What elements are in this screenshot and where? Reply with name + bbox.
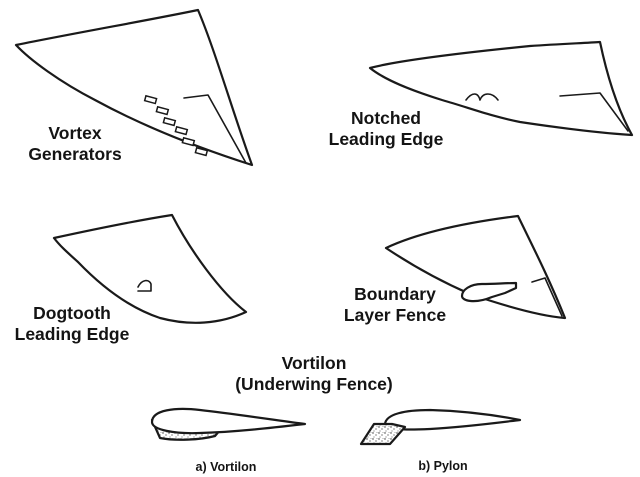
label-notched-leading-edge-line1: Notched xyxy=(351,108,421,128)
label-notched-leading-edge-line2: Leading Edge xyxy=(328,129,444,149)
label-dogtooth-leading-edge: Dogtooth Leading Edge xyxy=(4,303,140,345)
label-dogtooth-leading-edge-line2: Leading Edge xyxy=(14,324,130,344)
label-boundary-layer-fence-line1: Boundary xyxy=(354,284,436,304)
wing-dogtooth-leading-edge xyxy=(52,213,248,324)
pylon-strut xyxy=(359,422,407,446)
label-boundary-layer-fence-line2: Layer Fence xyxy=(343,305,447,325)
label-vortex-generators-line2: Generators xyxy=(28,144,122,164)
label-vortilon-heading-line1: Vortilon xyxy=(281,353,347,373)
vortex-generator-tabs xyxy=(143,94,209,157)
label-vortilon-heading: Vortilon (Underwing Fence) xyxy=(206,353,422,395)
caption-vortilon: a) Vortilon xyxy=(195,460,257,474)
airfoil-vortilon xyxy=(150,407,307,441)
wing-notched-leading-edge xyxy=(368,40,634,137)
wing-boundary-layer-fence xyxy=(384,214,567,320)
label-vortex-generators: Vortex Generators xyxy=(16,123,134,165)
caption-pylon: b) Pylon xyxy=(418,459,468,473)
airfoil-pylon xyxy=(359,408,522,446)
label-dogtooth-leading-edge-line1: Dogtooth xyxy=(33,303,111,323)
label-vortilon-heading-line2: (Underwing Fence) xyxy=(235,374,393,394)
label-notched-leading-edge: Notched Leading Edge xyxy=(316,108,456,150)
wing-vortex-generators xyxy=(14,8,254,167)
label-vortex-generators-line1: Vortex xyxy=(48,123,102,143)
label-boundary-layer-fence: Boundary Layer Fence xyxy=(338,284,452,326)
